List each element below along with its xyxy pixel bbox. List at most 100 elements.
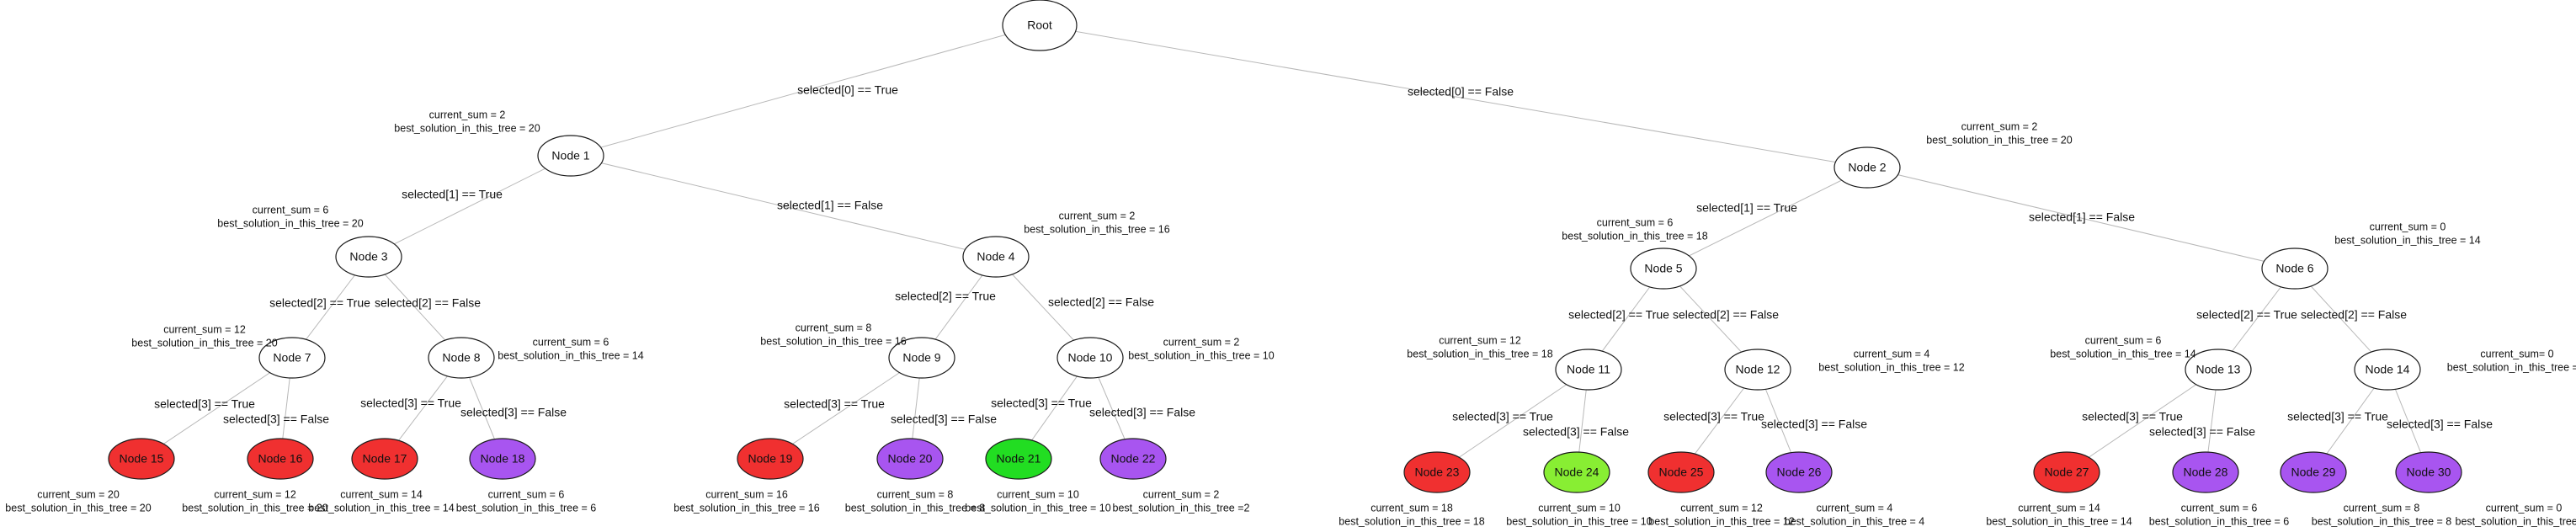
tree-node-n14: Node 14	[2354, 349, 2421, 391]
node-ellipse	[1056, 337, 1124, 379]
edge-label-n6-n14: selected[2] == False	[2301, 308, 2407, 322]
best-solution-label: best_solution_in_this_tree = 20	[131, 337, 277, 349]
node-info-n30: current_sum = 0best_solution_in_this_tre…	[2456, 502, 2576, 527]
node-label: Node 9	[902, 351, 940, 365]
current-sum-label: current_sum = 8	[2344, 502, 2420, 514]
edge-label-n11-n24: selected[3] == False	[1523, 425, 1629, 439]
best-solution-label: best_solution_in_this_tree =0	[2456, 515, 2576, 527]
best-solution-label: best_solution_in_this_tree = 10	[965, 502, 1110, 514]
current-sum-label: current_sum = 4	[1854, 348, 1930, 359]
node-ellipse	[1002, 0, 1078, 51]
node-info-n27: current_sum = 14best_solution_in_this_tr…	[1986, 502, 2132, 527]
current-sum-label: current_sum = 20	[37, 488, 120, 500]
node-ellipse	[351, 438, 418, 480]
current-sum-label: current_sum = 2	[1163, 336, 1240, 348]
tree-node-n3: Node 3	[335, 236, 402, 278]
edge-label-n14-n29: selected[3] == True	[2287, 410, 2388, 423]
edge-label-root-n1: selected[0] == True	[797, 83, 898, 97]
current-sum-label: current_sum = 2	[1143, 488, 1220, 500]
node-ellipse	[247, 438, 314, 480]
best-solution-label: best_solution_in_this_tree = 14	[308, 502, 454, 514]
node-label: Node 24	[1555, 466, 1599, 479]
best-solution-label: best_solution_in_this_tree = 10	[1128, 349, 1274, 361]
node-ellipse	[537, 135, 604, 177]
node-label: Node 30	[2407, 466, 2451, 479]
node-info-n21: current_sum = 10 best_solution_in_this_tr…	[965, 488, 1110, 514]
best-solution-label: best_solution_in_this_tree = 8	[2447, 361, 2576, 373]
current-sum-label: current_sum = 10	[1538, 502, 1621, 514]
node-ellipse	[2395, 451, 2462, 493]
node-info-n12: current_sum = 4best_solution_in_this_tre…	[1818, 348, 1964, 373]
best-solution-label: best_solution_in_this_tree = 14	[2050, 348, 2195, 359]
node-info-n3: current_sum = 6best_solution_in_this_tre…	[217, 204, 363, 229]
tree-node-n16: Node 16	[247, 438, 314, 480]
node-info-n20: current_sum = 8best_solution_in_this_tre…	[845, 488, 985, 514]
edge-label-n14-n30: selected[3] == False	[2387, 418, 2493, 431]
node-info-n19: current_sum = 16best_solution_in_this_tr…	[673, 488, 819, 514]
node-info-n16: current_sum = 12best_solution_in_this_tr…	[182, 488, 327, 514]
current-sum-label: current_sum = 6	[2085, 334, 2162, 346]
node-ellipse	[2261, 248, 2329, 290]
node-info-n22: current_sum = 2best_solution_in_this_tre…	[1113, 488, 1250, 514]
node-label: Node 5	[1644, 262, 1682, 275]
edge-n9-n19	[769, 357, 923, 460]
node-ellipse	[1403, 451, 1471, 493]
node-label: Root	[1027, 19, 1052, 32]
tree-node-n28: Node 28	[2172, 451, 2239, 493]
node-info-n26: current_sum = 4best_solution_in_this_tre…	[1785, 502, 1924, 527]
best-solution-label: best_solution_in_this_tree = 18	[1339, 515, 1484, 527]
edge-label-n4-n9: selected[2] == True	[895, 290, 996, 303]
node-ellipse	[2172, 451, 2239, 493]
node-ellipse	[428, 337, 495, 379]
node-ellipse	[2354, 349, 2421, 391]
node-ellipse	[2280, 451, 2347, 493]
edge-label-n11-n23: selected[3] == True	[1452, 410, 1553, 423]
best-solution-label: best_solution_in_this_tree = 14	[498, 349, 643, 361]
best-solution-label: best_solution_in_this_tree = 20	[1926, 134, 2072, 146]
current-sum-label: current_sum = 6	[533, 336, 609, 348]
edge-label-n3-n7: selected[2] == True	[269, 296, 370, 310]
node-label: Node 7	[273, 351, 311, 365]
tree-node-n18: Node 18	[469, 438, 536, 480]
tree-node-n23: Node 23	[1403, 451, 1471, 493]
node-info-n17: current_sum = 14 best_solution_in_this_tr…	[308, 488, 454, 514]
node-ellipse	[737, 438, 804, 480]
node-label: Node 18	[481, 452, 525, 466]
edge-label-n5-n11: selected[2] == True	[1568, 308, 1669, 322]
node-ellipse	[1630, 248, 1697, 290]
best-solution-label: best_solution_in_this_tree = 6	[456, 502, 596, 514]
node-info-n2: current_sum = 2best_solution_in_this_tre…	[1926, 120, 2072, 146]
tree-node-n1: Node 1	[537, 135, 604, 177]
current-sum-label: current_sum = 0	[2486, 502, 2563, 514]
node-info-n6: current_sum = 0best_solution_in_this_tre…	[2334, 221, 2480, 246]
node-info-n29: current_sum = 8best_solution_in_this_tre…	[2312, 502, 2451, 527]
node-info-n23: current_sum = 18best_solution_in_this_tr…	[1339, 502, 1484, 527]
node-info-n8: current_sum = 6best_solution_in_this_tre…	[498, 336, 643, 361]
best-solution-label: best_solution_in_this_tree = 16	[673, 502, 819, 514]
node-ellipse	[962, 236, 1030, 278]
edge-label-n10-n21: selected[3] == True	[991, 397, 1092, 410]
node-label: Node 29	[2291, 466, 2336, 479]
node-info-n18: current_sum = 6best_solution_in_this_tre…	[456, 488, 596, 514]
current-sum-label: current_sum = 6	[2181, 502, 2258, 514]
tree-node-n17: Node 17	[351, 438, 418, 480]
best-solution-label: best_solution_in_this_tree = 8	[845, 502, 985, 514]
tree-node-n27: Node 27	[2033, 451, 2100, 493]
best-solution-label: best_solution_in_this_tree = 18	[1562, 230, 1707, 242]
tree-node-n24: Node 24	[1543, 451, 1610, 493]
best-solution-label: best_solution_in_this_tree = 8	[2312, 515, 2451, 527]
current-sum-label: current_sum = 10	[997, 488, 1079, 500]
current-sum-label: current_sum = 14	[340, 488, 423, 500]
edge-label-n2-n6: selected[1] == False	[2029, 210, 2135, 224]
edge-label-n7-n16: selected[3] == False	[223, 413, 329, 426]
node-label: Node 25	[1659, 466, 1704, 479]
node-ellipse	[2185, 349, 2252, 391]
edge-label-n3-n8: selected[2] == False	[375, 296, 481, 310]
node-info-n9: current_sum = 8best_solution_in_this_tre…	[760, 322, 906, 347]
best-solution-label: best_solution_in_this_tree = 16	[1024, 223, 1169, 235]
node-label: Node 6	[2275, 262, 2313, 275]
node-info-n14: current_sum= 0best_solution_in_this_tree…	[2447, 348, 2576, 373]
edge-label-n1-n4: selected[1] == False	[777, 199, 883, 212]
node-ellipse	[1724, 349, 1791, 391]
current-sum-label: current_sum = 6	[1597, 216, 1674, 228]
